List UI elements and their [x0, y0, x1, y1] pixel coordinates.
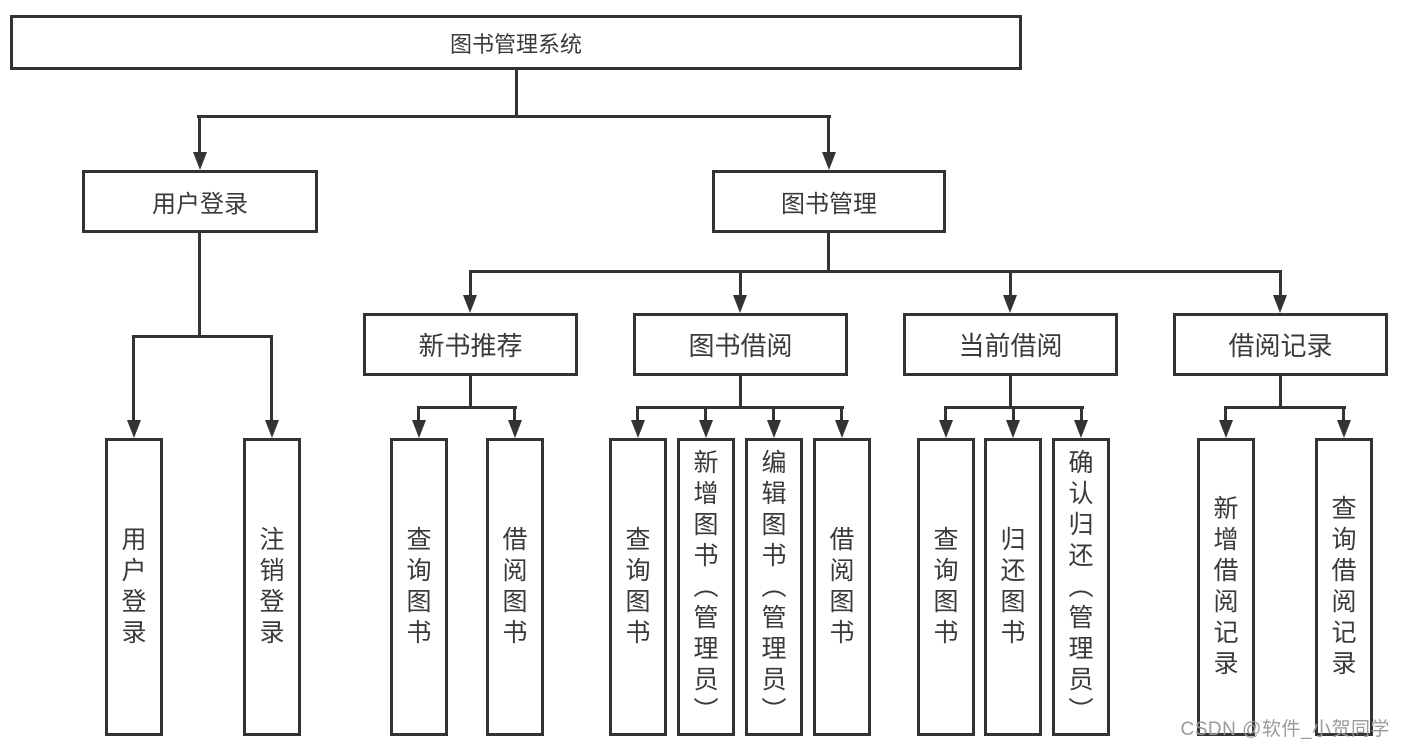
- connector-user-login-stem: [198, 231, 201, 337]
- arrowhead-bb-borrow: [835, 420, 849, 438]
- node-current-borrow: 当前借阅: [903, 313, 1118, 376]
- arrowhead-bb-add: [699, 420, 713, 438]
- leaf-label: 新增图书︵管理员︶: [693, 448, 719, 725]
- leaf-label: 注销登录: [259, 526, 285, 647]
- connector-drop-new-book: [469, 270, 472, 297]
- connector-book-mgmt-stem: [827, 231, 830, 273]
- connector-borrow-records-stem: [1279, 374, 1282, 408]
- connector-new-book-crossbar: [417, 406, 517, 409]
- connector-drop-login-leaf: [132, 335, 135, 420]
- arrowhead-new-book: [463, 295, 477, 313]
- arrowhead-user-login: [193, 152, 207, 170]
- connector-drop-cb-query: [944, 406, 947, 421]
- connector-drop-book-borrow: [739, 270, 742, 297]
- leaf-label: 用户登录: [121, 526, 147, 647]
- leaf-label: 查询图书: [625, 526, 651, 647]
- node-leaf-user-login: 用户登录: [105, 438, 163, 736]
- node-leaf-logout: 注销登录: [243, 438, 301, 736]
- node-leaf-bb-edit-books-admin: 编辑图书︵管理员︶: [745, 438, 803, 736]
- node-leaf-cb-query-books: 查询图书: [917, 438, 975, 736]
- arrowhead-borrow-records: [1273, 295, 1287, 313]
- node-book-borrow: 图书借阅: [633, 313, 848, 376]
- node-new-book-recommend: 新书推荐: [363, 313, 578, 376]
- node-leaf-nb-query-books: 查询图书: [390, 438, 448, 736]
- arrowhead-logout-leaf: [265, 420, 279, 438]
- arrowhead-login-leaf: [127, 420, 141, 438]
- node-leaf-cb-confirm-return-admin: 确认归还︵管理员︶: [1052, 438, 1110, 736]
- leaf-label: 确认归还︵管理员︶: [1068, 448, 1094, 725]
- connector-drop-bb-add: [704, 406, 707, 421]
- watermark: CSDN @软件_小贺同学: [1180, 719, 1390, 740]
- arrowhead-br-query: [1337, 420, 1351, 438]
- leaf-label: 归还图书: [1000, 526, 1026, 647]
- connector-drop-br-add: [1224, 406, 1227, 421]
- leaf-label: 借阅图书: [502, 526, 528, 647]
- connector-current-borrow-stem: [1009, 374, 1012, 408]
- arrowhead-nb-query: [412, 420, 426, 438]
- connector-drop-bb-query: [636, 406, 639, 421]
- node-leaf-br-query-record: 查询借阅记录: [1315, 438, 1373, 736]
- arrowhead-book-borrow: [733, 295, 747, 313]
- connector-drop-book-mgmt: [827, 115, 830, 153]
- node-leaf-br-add-record: 新增借阅记录: [1197, 438, 1255, 736]
- arrowhead-bb-query: [631, 420, 645, 438]
- leaf-label: 借阅图书: [829, 526, 855, 647]
- connector-drop-cb-confirm: [1080, 406, 1083, 421]
- leaf-label: 查询借阅记录: [1331, 495, 1357, 678]
- arrowhead-bb-edit: [767, 420, 781, 438]
- arrowhead-br-add: [1219, 420, 1233, 438]
- connector-drop-bb-edit: [772, 406, 775, 421]
- connector-root-crossbar: [197, 115, 831, 118]
- connector-root-stem: [515, 68, 518, 117]
- arrowhead-current-borrow: [1003, 295, 1017, 313]
- connector-user-login-crossbar: [132, 335, 273, 338]
- connector-drop-br-query: [1342, 406, 1345, 421]
- connector-drop-logout-leaf: [270, 335, 273, 420]
- arrowhead-cb-query: [939, 420, 953, 438]
- connector-drop-cb-return: [1012, 406, 1015, 421]
- arrowhead-book-mgmt: [822, 152, 836, 170]
- connector-drop-borrow-records: [1279, 270, 1282, 297]
- node-user-login: 用户登录: [82, 170, 318, 233]
- connector-drop-current-borrow: [1009, 270, 1012, 297]
- connector-drop-nb-borrow: [513, 406, 516, 421]
- connector-new-book-stem: [469, 374, 472, 408]
- node-book-management: 图书管理: [712, 170, 946, 233]
- node-leaf-bb-add-books-admin: 新增图书︵管理员︶: [677, 438, 735, 736]
- connector-drop-bb-borrow: [840, 406, 843, 421]
- connector-book-borrow-stem: [739, 374, 742, 408]
- arrowhead-nb-borrow: [508, 420, 522, 438]
- node-leaf-nb-borrow-books: 借阅图书: [486, 438, 544, 736]
- leaf-label: 新增借阅记录: [1213, 495, 1239, 678]
- leaf-label: 编辑图书︵管理员︶: [761, 448, 787, 725]
- node-leaf-bb-borrow-books: 借阅图书: [813, 438, 871, 736]
- leaf-label: 查询图书: [406, 526, 432, 647]
- arrowhead-cb-confirm: [1074, 420, 1088, 438]
- node-leaf-cb-return-books: 归还图书: [984, 438, 1042, 736]
- node-root-library-system: 图书管理系统: [10, 15, 1022, 70]
- connector-drop-nb-query: [417, 406, 420, 421]
- connector-drop-user-login: [198, 115, 201, 153]
- connector-borrow-records-crossbar: [1224, 406, 1346, 409]
- leaf-label: 查询图书: [933, 526, 959, 647]
- arrowhead-cb-return: [1006, 420, 1020, 438]
- node-leaf-bb-query-books: 查询图书: [609, 438, 667, 736]
- connector-book-borrow-crossbar: [636, 406, 844, 409]
- node-borrow-records: 借阅记录: [1173, 313, 1388, 376]
- connector-book-mgmt-crossbar: [469, 270, 1282, 273]
